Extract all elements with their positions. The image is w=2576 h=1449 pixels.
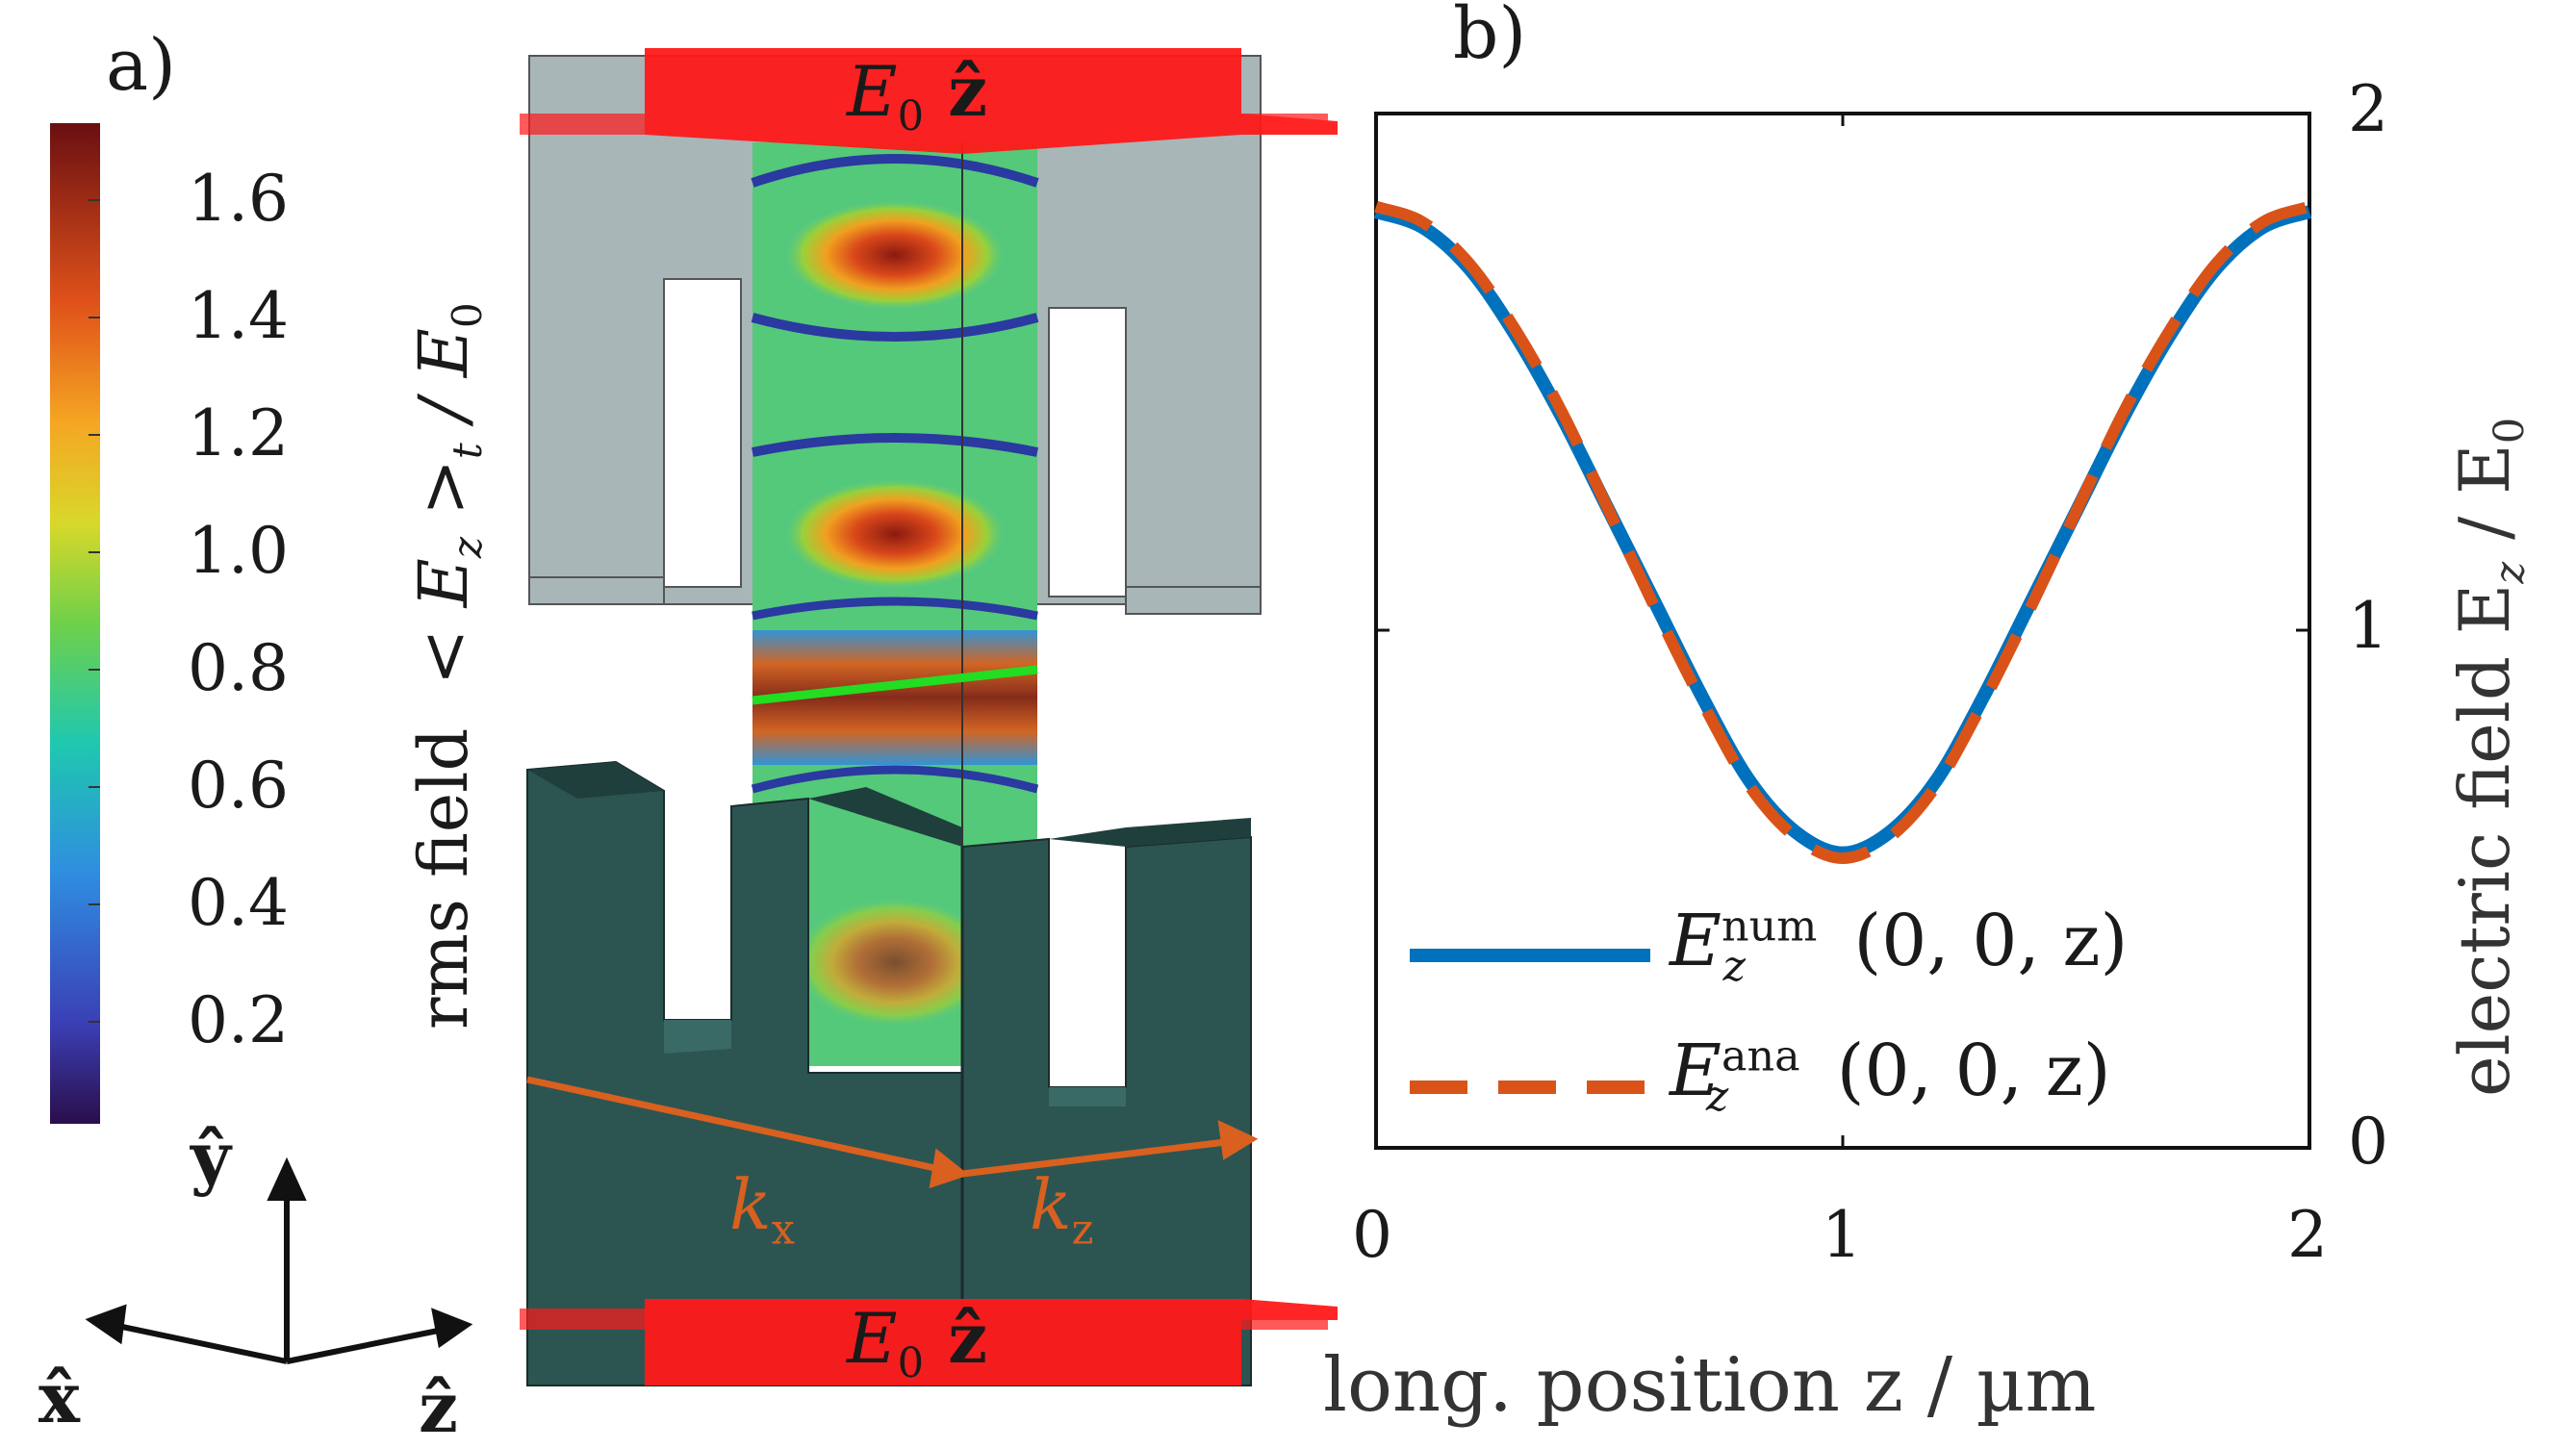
colorbar-tick-label: 1.4 [188, 279, 289, 353]
y-tick-0: 0 [2348, 1105, 2388, 1179]
source-label-bottom: E0 ẑ [847, 1297, 987, 1388]
colorbar-tick-label: 1.0 [188, 514, 289, 588]
colorbar-tick-label: 1.2 [188, 396, 289, 470]
x-tick-2: 2 [2287, 1198, 2328, 1272]
panel-a-label: a) [106, 24, 176, 107]
series-layer [1373, 200, 2312, 865]
legend-entry-num: Enumz (0, 0, z) [1670, 900, 2129, 991]
colorbar-label: rms field < Ez >t / E0 [404, 302, 491, 1030]
bottom-resonator-structure [526, 760, 1252, 1386]
y-tick-2: 2 [2348, 72, 2388, 146]
panel-b-label: b) [1453, 0, 1527, 75]
kz-label: kz [1030, 1164, 1094, 1255]
series-line-1 [1374, 200, 2311, 865]
plot-area [1374, 112, 2311, 1150]
wave-vectors [526, 1076, 1259, 1189]
colorbar [50, 123, 100, 1124]
cut-line [752, 665, 1038, 705]
coordinate-axes [85, 1157, 473, 1364]
colorbar-tick-label: 0.2 [188, 983, 289, 1057]
axis-z-label: ẑ [419, 1366, 458, 1448]
plot-ticks [1376, 114, 2309, 1148]
x-tick-0: 0 [1352, 1198, 1392, 1272]
axis-y-label: ŷ [191, 1116, 231, 1198]
colorbar-tick-label: 1.6 [188, 162, 289, 236]
source-label-top: E0 ẑ [847, 50, 987, 141]
kx-label: kx [729, 1164, 795, 1255]
y-axis-label: electric field Ez / E0 [2444, 417, 2535, 1097]
x-tick-1: 1 [1822, 1198, 1862, 1272]
colorbar-tick-label: 0.4 [188, 866, 289, 940]
y-tick-1: 1 [2348, 589, 2388, 663]
legend-entry-ana: Eanaz (0, 0, z) [1670, 1030, 2111, 1121]
axis-x-label: x̂ [38, 1357, 80, 1438]
colorbar-tick-label: 0.6 [188, 749, 289, 823]
colorbar-tick-label: 0.8 [188, 631, 289, 705]
source-plane-bottom [520, 1299, 1338, 1385]
x-axis-label: long. position z / µm [1323, 1342, 2097, 1429]
colorbar-ticks [89, 199, 100, 1023]
source-plane-top [520, 48, 1338, 154]
